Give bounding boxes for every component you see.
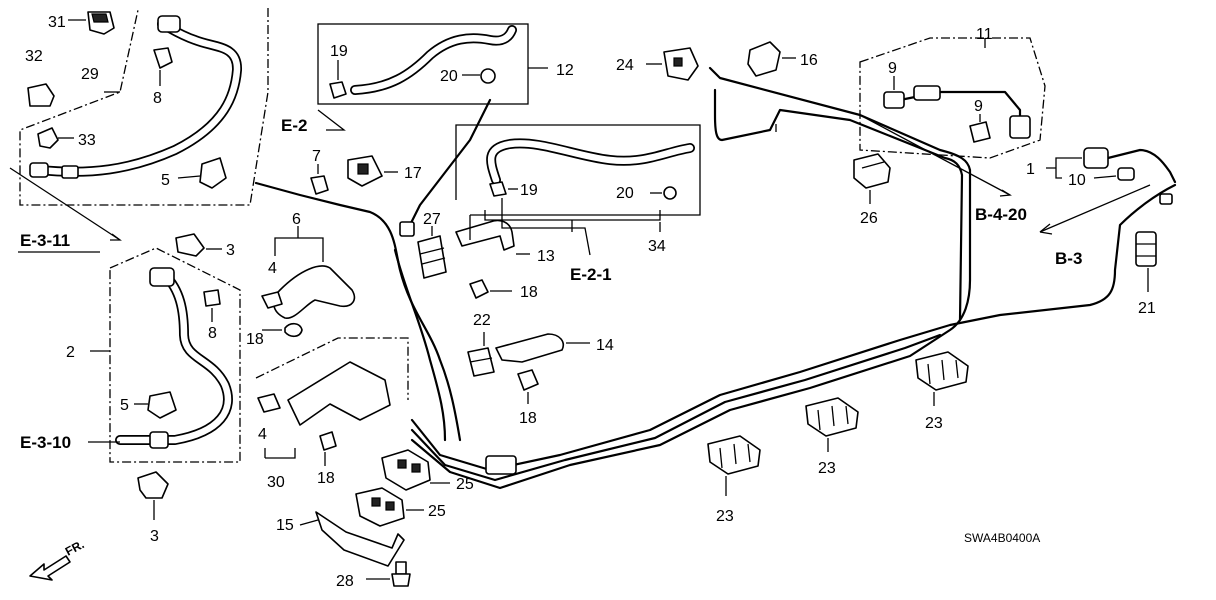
callout-26: 26 <box>860 210 878 227</box>
callout-25: 25 <box>456 476 474 493</box>
hose-2[interactable] <box>115 270 233 445</box>
clamp-25-lower-icon[interactable] <box>355 487 405 527</box>
drawing-code: SWA4B0400A <box>964 531 1040 545</box>
hose-fitting-icon <box>29 15 181 179</box>
grommet-22-icon[interactable] <box>467 347 495 377</box>
callout-4-lower: 4 <box>258 426 267 443</box>
clamp-23-mid-icon[interactable] <box>805 397 859 437</box>
callout-2: 2 <box>66 344 75 361</box>
ref-e-3-11[interactable]: E-3-11 <box>20 231 70 250</box>
group-11: 11 9 9 B-4-20 <box>859 26 1046 224</box>
clamp-33-icon[interactable] <box>37 127 59 149</box>
clip-icon[interactable] <box>87 11 115 35</box>
callout-13: 13 <box>537 248 555 265</box>
callout-31: 31 <box>48 14 66 31</box>
bolt-28-icon[interactable] <box>391 561 411 587</box>
callout-12: 12 <box>556 62 574 79</box>
clip-3-lower-icon[interactable] <box>137 471 169 499</box>
callout-25-b: 25 <box>428 503 446 520</box>
bracket-30-icon[interactable] <box>287 361 391 426</box>
clip-24-icon[interactable] <box>663 47 699 81</box>
front-direction-arrow-icon: FR. <box>29 537 86 581</box>
callout-27: 27 <box>423 211 441 228</box>
callout-23-b: 23 <box>818 460 836 477</box>
callout-16: 16 <box>800 52 818 69</box>
clamp-23-right-icon[interactable] <box>915 351 969 391</box>
callout-18-d: 18 <box>519 410 537 427</box>
ref-b-4-20[interactable]: B-4-20 <box>975 205 1027 224</box>
callout-11: 11 <box>976 26 993 43</box>
callout-20: 20 <box>440 68 458 85</box>
bracket-6-icon[interactable] <box>272 265 356 319</box>
callout-1: 1 <box>1026 161 1035 178</box>
callout-10: 10 <box>1068 172 1086 189</box>
callout-18-lower: 18 <box>317 470 335 487</box>
ref-e-3-10[interactable]: E-3-10 <box>20 433 71 452</box>
callout-24: 24 <box>616 57 634 74</box>
callout-5-lower: 5 <box>120 397 129 414</box>
callout-34: 34 <box>648 238 666 255</box>
callout-22: 22 <box>473 312 491 329</box>
callout-3: 3 <box>226 242 235 259</box>
brake-line-bundle[interactable] <box>254 66 1177 490</box>
callout-5: 5 <box>161 172 170 189</box>
group-6: 6 4 18 <box>246 211 356 348</box>
callout-14: 14 <box>596 337 614 354</box>
group-1: 1 10 B-3 <box>1026 147 1177 268</box>
callout-19-b: 19 <box>520 182 538 199</box>
joint-block-icon[interactable] <box>485 455 517 475</box>
plate-15-icon[interactable] <box>315 511 405 567</box>
clamp-26-icon[interactable] <box>853 153 891 189</box>
hose-12[interactable] <box>350 25 517 95</box>
callout-30: 30 <box>267 474 285 491</box>
group-2: 2 8 5 E-3-10 <box>20 247 241 463</box>
group-30: 4 30 18 <box>255 337 409 491</box>
callout-21: 21 <box>1138 300 1156 317</box>
callout-6: 6 <box>292 211 301 228</box>
callout-28: 28 <box>336 573 354 590</box>
group-12: 19 20 12 E-2 <box>281 23 574 135</box>
hose-21-icon[interactable] <box>1135 231 1157 267</box>
callout-8-lower: 8 <box>208 325 217 342</box>
callout-7: 7 <box>312 148 321 165</box>
callout-9: 9 <box>888 60 897 77</box>
callout-3-lower: 3 <box>150 528 159 545</box>
nut-7-icon[interactable] <box>310 175 329 195</box>
callout-29: 29 <box>81 66 99 83</box>
clamp-5-icon[interactable] <box>199 157 227 189</box>
callout-17: 17 <box>404 165 422 182</box>
ref-e-2[interactable]: E-2 <box>281 116 307 135</box>
clip-icon[interactable] <box>153 47 173 69</box>
ref-b-3[interactable]: B-3 <box>1055 249 1082 268</box>
callout-23: 23 <box>925 415 943 432</box>
callout-19: 19 <box>330 43 348 60</box>
group-34: 19 20 E-2-1 34 <box>455 124 701 284</box>
ref-e-2-1[interactable]: E-2-1 <box>570 265 612 284</box>
clip-27-icon[interactable] <box>417 235 447 279</box>
callout-8: 8 <box>153 90 162 107</box>
bracket-icon[interactable] <box>27 83 55 107</box>
hose-29[interactable] <box>35 19 242 177</box>
clamp-25-upper-icon[interactable] <box>381 449 431 491</box>
callout-32: 32 <box>25 48 43 65</box>
clip-3-upper-icon[interactable] <box>175 233 205 257</box>
group-29: 31 32 29 8 33 5 E-3-11 <box>9 8 269 253</box>
bracket-14-icon[interactable] <box>495 333 564 363</box>
nut-18-icon[interactable] <box>469 279 489 299</box>
clamp-23-left-icon[interactable] <box>707 435 761 475</box>
callout-23-c: 23 <box>716 508 734 525</box>
callout-33: 33 <box>78 132 96 149</box>
callout-9-b: 9 <box>974 98 983 115</box>
nut-18-d-icon[interactable] <box>517 369 539 391</box>
clip-16-icon[interactable] <box>747 41 781 77</box>
sensor-17-icon[interactable] <box>347 155 383 187</box>
hose-34[interactable] <box>486 138 695 185</box>
callout-18-c: 18 <box>520 284 538 301</box>
bracket-13-icon[interactable] <box>455 219 515 251</box>
callout-18: 18 <box>246 331 264 348</box>
callout-20-b: 20 <box>616 185 634 202</box>
callout-15: 15 <box>276 517 294 534</box>
callout-4: 4 <box>268 260 277 277</box>
